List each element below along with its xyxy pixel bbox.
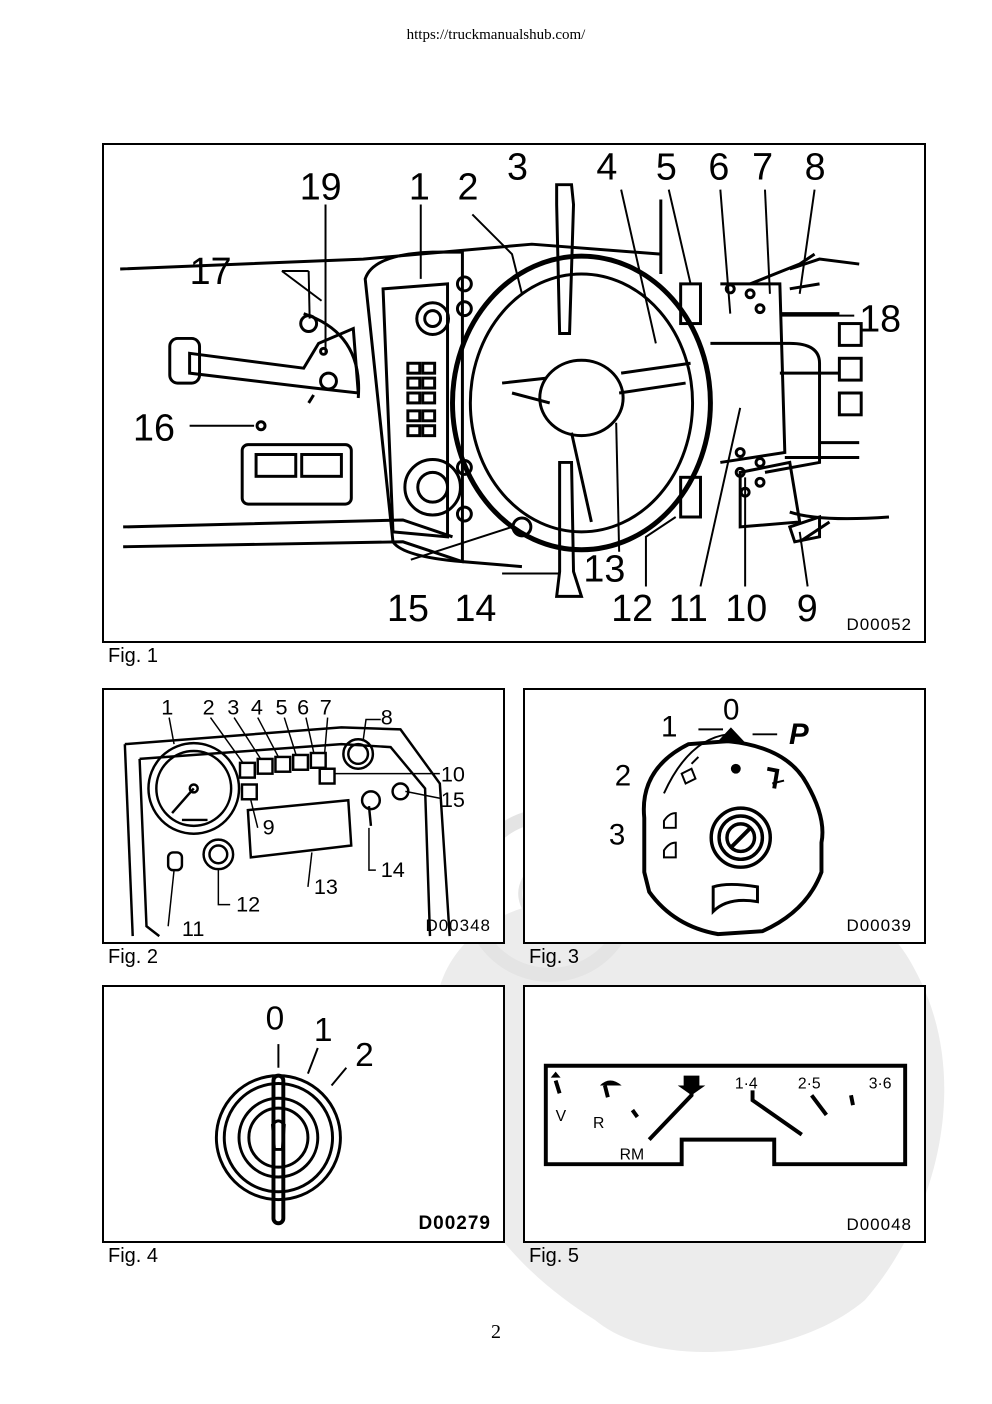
fig5-gate-v: V bbox=[556, 1108, 567, 1125]
fig1-callout-1: 1 bbox=[409, 166, 430, 208]
fig1-callout-18: 18 bbox=[859, 297, 901, 339]
fig5-gate-1-4: 1·4 bbox=[735, 1075, 758, 1092]
fig3-position-p: P bbox=[789, 718, 809, 751]
fig2-callout-13: 13 bbox=[314, 874, 338, 899]
fig4-caption: Fig. 4 bbox=[108, 1245, 159, 1267]
fig1-caption: Fig. 1 bbox=[108, 645, 159, 667]
figure-3-light-switch: 0 1 2 3 P D00039 bbox=[523, 688, 926, 944]
fig1-callout-5: 5 bbox=[656, 146, 677, 188]
figure-2-instrument-panel: 1 2 3 4 5 6 7 8 9 10 11 12 13 14 15 D003… bbox=[102, 688, 505, 944]
fig2-callout-3: 3 bbox=[227, 695, 239, 720]
fig1-callout-3: 3 bbox=[507, 146, 528, 188]
fig2-callout-8: 8 bbox=[381, 704, 393, 729]
fig2-callout-4: 4 bbox=[251, 695, 263, 720]
fig2-callout-7: 7 bbox=[320, 695, 332, 720]
fig1-callout-10: 10 bbox=[725, 587, 767, 629]
dashboard-drawing: 1 2 3 4 5 6 7 8 9 10 11 12 13 14 15 16 1… bbox=[120, 146, 901, 629]
fig4-position-0: 0 bbox=[266, 1000, 285, 1037]
fig2-callout-10: 10 bbox=[441, 762, 465, 787]
fig5-gate-3-6: 3·6 bbox=[869, 1075, 892, 1092]
fig1-callout-7: 7 bbox=[752, 146, 773, 188]
fig1-code: D00052 bbox=[846, 615, 912, 634]
ignition-switch-drawing: 0 1 2 bbox=[214, 1000, 374, 1226]
fig1-callout-16: 16 bbox=[133, 407, 175, 449]
fig4-position-2: 2 bbox=[355, 1037, 374, 1074]
instrument-panel-drawing: 1 2 3 4 5 6 7 8 9 10 11 12 13 14 15 bbox=[123, 695, 465, 941]
fig3-position-1: 1 bbox=[661, 710, 677, 743]
fig1-callout-19: 19 bbox=[300, 166, 342, 208]
fig3-position-0: 0 bbox=[723, 694, 739, 727]
tortoise-icon bbox=[550, 1071, 561, 1078]
figure-5-gear-shift-pattern: V R RM 1·4 2·5 3·6 D00048 bbox=[523, 985, 926, 1243]
fig4-code: D00279 bbox=[418, 1213, 491, 1234]
fig2-callout-14: 14 bbox=[381, 857, 405, 882]
fig1-callout-2: 2 bbox=[457, 166, 478, 208]
fig1-callout-17: 17 bbox=[190, 250, 232, 292]
fig2-callout-1: 1 bbox=[161, 695, 173, 720]
fig1-callout-13: 13 bbox=[583, 547, 625, 589]
figure-1-dashboard: 1 2 3 4 5 6 7 8 9 10 11 12 13 14 15 16 1… bbox=[102, 143, 926, 643]
fig2-callout-5: 5 bbox=[275, 695, 287, 720]
hare-icon bbox=[599, 1080, 622, 1086]
fig2-callout-11: 11 bbox=[182, 916, 204, 941]
fig2-callout-2: 2 bbox=[203, 695, 215, 720]
fig5-code: D00048 bbox=[846, 1215, 912, 1234]
fig5-gate-rm: RM bbox=[620, 1146, 645, 1163]
fig1-callout-4: 4 bbox=[596, 146, 617, 188]
down-arrow-icon bbox=[677, 1075, 706, 1096]
fig2-callout-12: 12 bbox=[236, 891, 260, 916]
fig5-gate-2-5: 2·5 bbox=[798, 1075, 821, 1092]
fig3-code: D00039 bbox=[846, 916, 912, 935]
light-switch-drawing: 0 1 2 3 P bbox=[609, 694, 825, 937]
gear-shift-pattern-drawing: V R RM 1·4 2·5 3·6 bbox=[543, 1063, 908, 1167]
indicator-arrow-icon bbox=[716, 727, 746, 744]
fig1-callout-6: 6 bbox=[708, 146, 729, 188]
fig2-callout-9: 9 bbox=[263, 815, 275, 840]
figure-4-ignition-switch: 0 1 2 D00279 bbox=[102, 985, 505, 1243]
page-number: 2 bbox=[491, 1321, 501, 1343]
fig1-callout-15: 15 bbox=[387, 587, 429, 629]
fig2-caption: Fig. 2 bbox=[108, 946, 159, 968]
fig2-code: D00348 bbox=[425, 916, 491, 935]
header-url[interactable]: https://truckmanualshub.com/ bbox=[406, 27, 586, 43]
fig1-callout-11: 11 bbox=[669, 587, 708, 629]
fig5-gate-r: R bbox=[593, 1115, 604, 1132]
fig1-callout-9: 9 bbox=[797, 587, 818, 629]
fig4-position-1: 1 bbox=[314, 1012, 333, 1049]
fig2-callout-6: 6 bbox=[297, 695, 309, 720]
fig3-position-2: 2 bbox=[615, 759, 631, 792]
fig1-callout-14: 14 bbox=[454, 587, 496, 629]
fig1-callout-12: 12 bbox=[611, 587, 653, 629]
fig3-position-3: 3 bbox=[609, 819, 625, 852]
fig1-callout-8: 8 bbox=[805, 146, 826, 188]
fig5-caption: Fig. 5 bbox=[529, 1245, 580, 1267]
fig2-callout-15: 15 bbox=[441, 787, 465, 812]
fig3-caption: Fig. 3 bbox=[529, 946, 580, 968]
